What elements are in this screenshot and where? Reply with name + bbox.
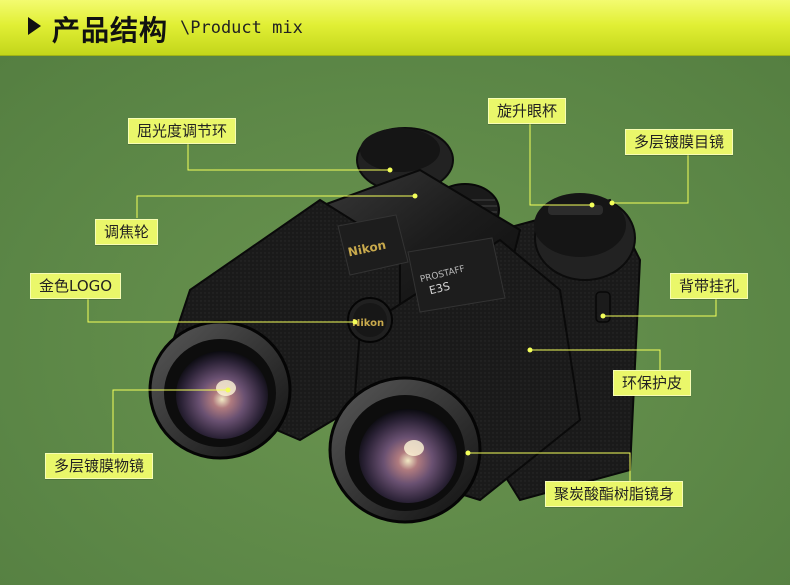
label-eco-rubber: 环保护皮 (613, 370, 692, 396)
play-arrow-icon (28, 17, 41, 35)
label-multicoated-eyepiece: 多层镀膜目镜 (625, 129, 734, 155)
section-title: 产品结构 (52, 14, 169, 47)
label-focus-wheel: 调焦轮 (95, 219, 159, 245)
label-twist-eyecup: 旋升眼杯 (488, 98, 567, 124)
label-strap-hole: 背带挂孔 (670, 273, 749, 299)
label-multicoated-objective: 多层镀膜物镜 (45, 453, 154, 479)
label-gold-logo: 金色LOGO (30, 273, 122, 299)
nikon-logo-knob: Nikon (352, 318, 384, 329)
label-polycarbonate-body: 聚炭酸酯树脂镜身 (545, 481, 684, 507)
section-subtitle: \Product mix (180, 18, 303, 38)
label-diopter-ring: 屈光度调节环 (128, 118, 237, 144)
model-badge: E3S (428, 280, 451, 298)
